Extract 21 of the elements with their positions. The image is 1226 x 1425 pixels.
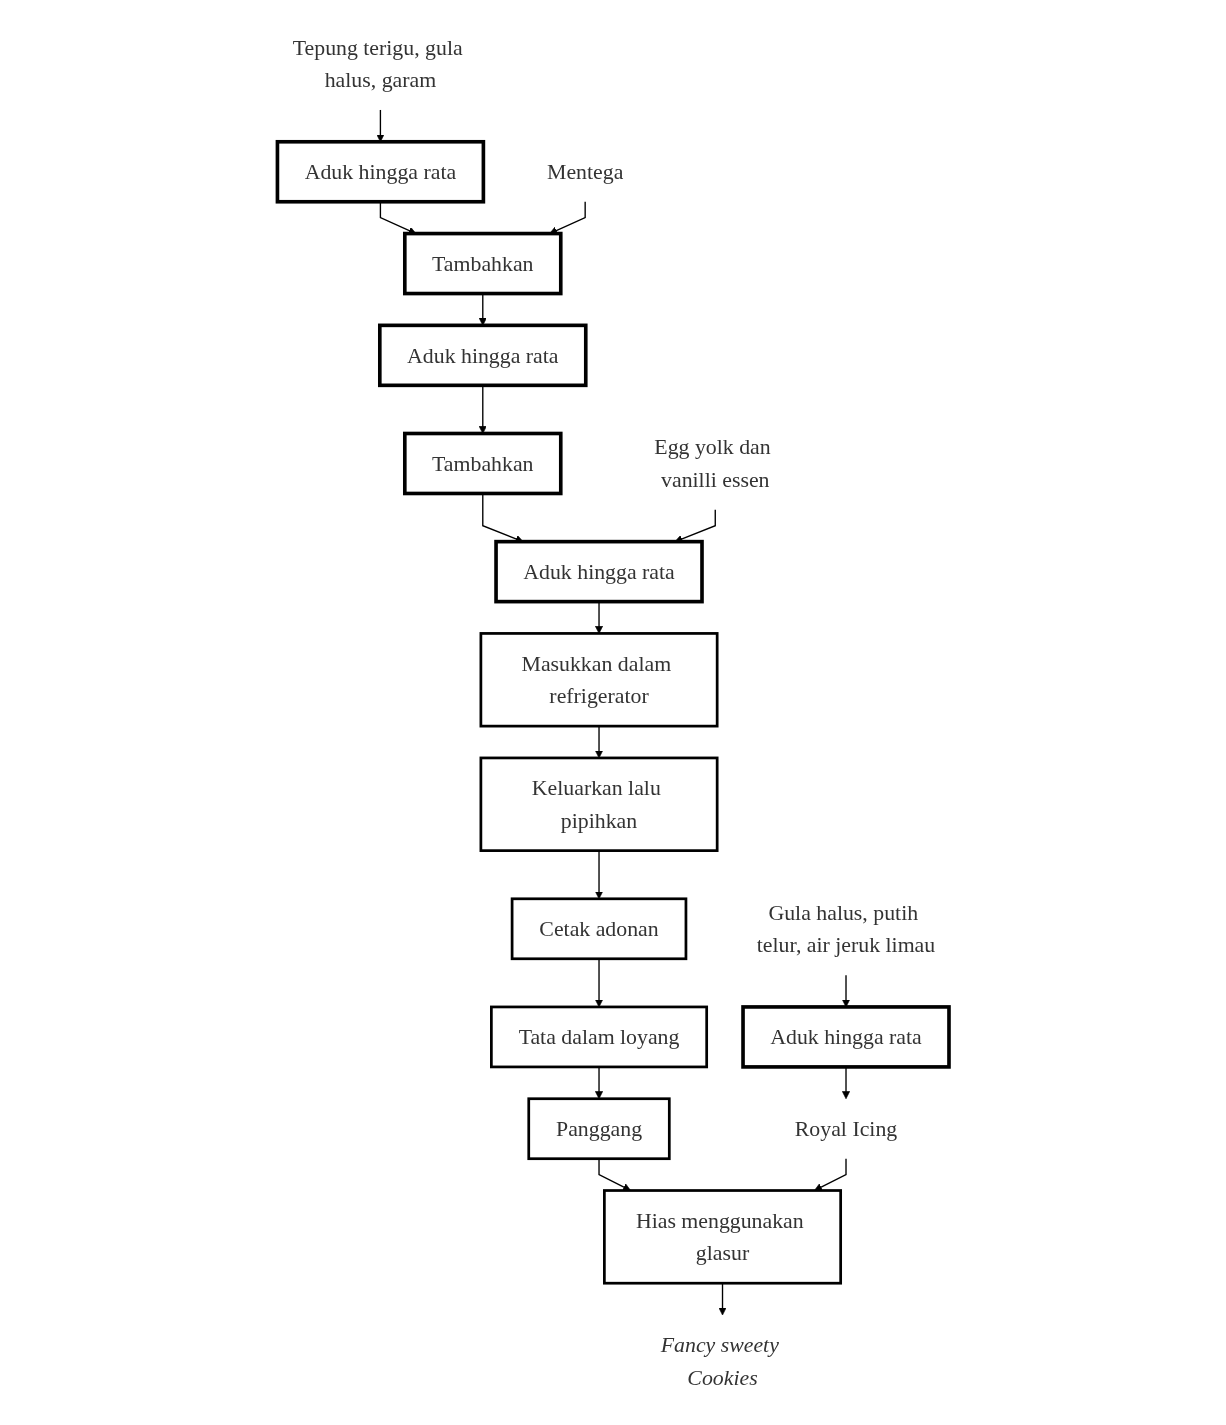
node-text: Mentega bbox=[546, 159, 624, 184]
arrow bbox=[598, 1158, 631, 1191]
node-box: Cetak adonan bbox=[510, 897, 688, 961]
node-text: Tepung terigu, gula halus, garam bbox=[292, 35, 463, 92]
node-box: Tambahkan bbox=[402, 231, 563, 296]
node-text: Gula halus, putih telur, air jeruk limau bbox=[756, 900, 935, 957]
node-box: Masukkan dalam refrigerator bbox=[479, 632, 719, 728]
arrow bbox=[841, 1066, 850, 1100]
node-box: Aduk hingga rata bbox=[275, 139, 485, 204]
node-box: Keluarkan lalu pipihkan bbox=[479, 756, 719, 852]
node-box: Tambahkan bbox=[402, 431, 563, 496]
node-box: Tata dalam loyang bbox=[489, 1005, 708, 1069]
node-text: Royal Icing bbox=[794, 1116, 897, 1141]
arrow bbox=[813, 1158, 847, 1191]
node-box: Aduk hingga rata bbox=[494, 539, 704, 604]
node-text: Fancy sweety Cookies bbox=[660, 1333, 779, 1390]
node-box: Aduk hingga rata bbox=[377, 323, 588, 388]
node-text: Egg yolk dan vanilli essen bbox=[654, 435, 771, 492]
node-box: Panggang bbox=[527, 1097, 671, 1161]
node-box: Hias menggunakan glasur bbox=[602, 1189, 842, 1285]
node-box: Aduk hingga rata bbox=[741, 1005, 951, 1069]
